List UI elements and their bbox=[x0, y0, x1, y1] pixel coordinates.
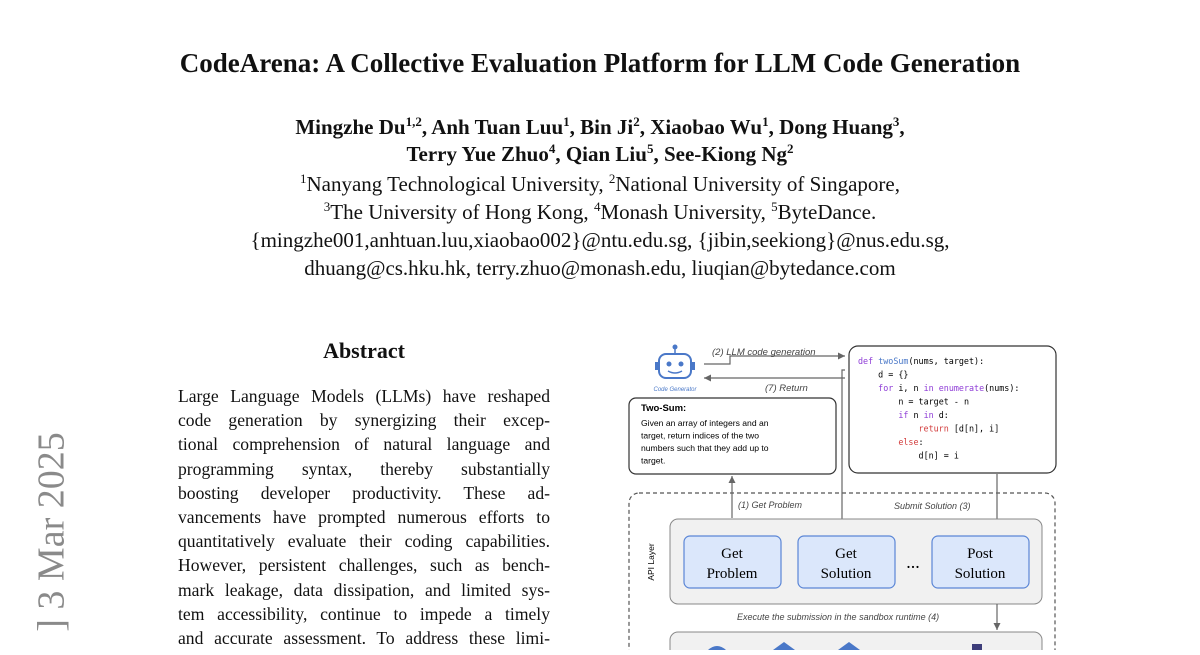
affil-name: National University of Singapore, bbox=[615, 172, 900, 196]
ellipsis: ... bbox=[906, 552, 920, 572]
author-affil-mark: 4 bbox=[548, 141, 556, 156]
abstract-line: mark leakage, data dissipation, and limi… bbox=[178, 579, 550, 600]
llm-arrow bbox=[704, 352, 845, 365]
affil-name: The University of Hong Kong, bbox=[330, 200, 594, 224]
author-affil-mark: 2 bbox=[787, 141, 794, 156]
return-label: (7) Return bbox=[765, 383, 808, 394]
get-problem-label-2: Problem bbox=[707, 566, 758, 582]
arxiv-stamp-text: ] 3 Mar 2025 bbox=[30, 432, 73, 632]
author-name: Bin Ji bbox=[580, 115, 634, 139]
affil-mark: 2 bbox=[608, 171, 616, 186]
abstract-line: quantitatively evaluate their coding cap… bbox=[178, 531, 550, 552]
get-problem-edge-label: (1) Get Problem bbox=[738, 500, 803, 510]
architecture-figure: Code Generator (2) LLM code generation (… bbox=[620, 340, 1070, 655]
code-line: for i, n in enumerate(nums): bbox=[858, 383, 1019, 393]
authors: Mingzhe Du1,2, Anh Tuan Luu1, Bin Ji2, X… bbox=[0, 114, 1200, 168]
abstract-line: and accurate assessment. To address thes… bbox=[178, 628, 550, 649]
code-generator-label: Code Generator bbox=[653, 387, 697, 393]
author-affil-mark: 3 bbox=[892, 114, 900, 129]
author-affil-mark: 1,2 bbox=[405, 114, 422, 129]
abstract-line: tem accessibility, continue to impede a … bbox=[178, 603, 550, 624]
author-affil-mark: 1 bbox=[762, 114, 769, 129]
get-solution-label-1: Get bbox=[835, 546, 857, 562]
api-layer-label: API Layer bbox=[646, 543, 656, 580]
problem-description: Given an array of integers and an target,… bbox=[641, 418, 769, 466]
submit-edge-label: Submit Solution (3) bbox=[894, 501, 971, 511]
code-line: if n in d: bbox=[858, 410, 949, 420]
affil-mark: 1 bbox=[300, 171, 307, 186]
affil-line-1: 1Nanyang Technological University, 2Nati… bbox=[0, 170, 1200, 198]
author-name: Terry Yue Zhuo bbox=[406, 142, 549, 166]
post-solution-label-1: Post bbox=[967, 546, 994, 562]
problem-line: target, return indices of the two bbox=[641, 431, 759, 441]
get-problem-label-1: Get bbox=[721, 546, 743, 562]
emails-line-2: dhuang@cs.hku.hk, terry.zhuo@monash.edu,… bbox=[304, 256, 896, 280]
emails-line-1: {mingzhe001,anhtuan.luu,xiaobao002}@ntu.… bbox=[250, 228, 950, 252]
code-line: else: bbox=[858, 437, 924, 447]
author-affil-mark: 5 bbox=[646, 141, 654, 156]
author-name: Dong Huang bbox=[779, 115, 893, 139]
code-line: n = target - n bbox=[858, 397, 969, 407]
runtime-icon-4 bbox=[972, 644, 982, 650]
code-box bbox=[848, 345, 1057, 474]
abstract-line: programming syntax, thereby substantiall… bbox=[178, 458, 550, 479]
affil-name: ByteDance. bbox=[777, 200, 877, 224]
author-name: Mingzhe Du bbox=[295, 115, 406, 139]
abstract-heading: Abstract bbox=[323, 338, 405, 363]
author-affil-mark: 2 bbox=[633, 114, 640, 129]
author-name: See-Kiong Ng bbox=[663, 142, 788, 166]
code-line: return [d[n], i] bbox=[858, 424, 999, 434]
abstract-line: code generation by synergizing their exc… bbox=[178, 410, 550, 431]
get-solution-button[interactable]: Get Solution bbox=[797, 535, 896, 589]
post-solution-label-2: Solution bbox=[955, 566, 1006, 582]
get-problem-button[interactable]: Get Problem bbox=[683, 535, 782, 589]
affiliations: 1Nanyang Technological University, 2Nati… bbox=[0, 170, 1200, 282]
sandbox-label: Execute the submission in the sandbox ru… bbox=[737, 612, 939, 622]
problem-line: target. bbox=[641, 456, 665, 466]
affil-name: Monash University, bbox=[600, 200, 772, 224]
affil-mark: 5 bbox=[771, 199, 778, 214]
abstract-line: tional comprehension of natural language… bbox=[178, 434, 550, 455]
abstract-line: vancements have prompted numerous effort… bbox=[178, 507, 550, 528]
code-listing: def twoSum(nums, target): d = {} for i, … bbox=[858, 356, 1019, 461]
author-affil-mark: 1 bbox=[563, 114, 570, 129]
affil-line-2: 3The University of Hong Kong, 4Monash Un… bbox=[0, 198, 1200, 226]
arxiv-stamp: ] 3 Mar 2025 bbox=[22, 430, 73, 650]
problem-box bbox=[628, 397, 837, 475]
author-name: Xiaobao Wu bbox=[650, 115, 763, 139]
affil-name: Nanyang Technological University, bbox=[306, 172, 609, 196]
problem-line: numbers such that they add up to bbox=[641, 443, 769, 453]
author-name: Qian Liu bbox=[565, 142, 647, 166]
abstract-body: Large Language Models (LLMs) have reshap… bbox=[178, 384, 550, 650]
get-solution-line bbox=[841, 369, 845, 537]
code-line: d[n] = i bbox=[858, 451, 959, 461]
affil-mark: 4 bbox=[593, 199, 601, 214]
problem-title: Two-Sum: bbox=[641, 403, 686, 414]
abstract-line: boosting developer productivity. These a… bbox=[178, 482, 550, 503]
author-name: Anh Tuan Luu bbox=[431, 115, 564, 139]
authors-line-1: Mingzhe Du1,2, Anh Tuan Luu1, Bin Ji2, X… bbox=[295, 114, 905, 139]
abstract-line: Large Language Models (LLMs) have reshap… bbox=[178, 386, 550, 406]
get-solution-label-2: Solution bbox=[821, 566, 872, 582]
code-line: d = {} bbox=[858, 370, 908, 380]
authors-line-2: Terry Yue Zhuo4, Qian Liu5, See-Kiong Ng… bbox=[406, 141, 794, 166]
problem-line: Given an array of integers and an bbox=[641, 418, 769, 428]
affil-mark: 3 bbox=[323, 199, 331, 214]
code-line: def twoSum(nums, target): bbox=[858, 356, 984, 366]
abstract-line: However, persistent challenges, such as … bbox=[178, 555, 550, 576]
robot-icon bbox=[655, 344, 695, 379]
post-solution-button[interactable]: Post Solution bbox=[931, 535, 1030, 589]
paper-title: CodeArena: A Collective Evaluation Platf… bbox=[179, 48, 1021, 78]
figure-svg: Code Generator (2) LLM code generation (… bbox=[628, 344, 1057, 655]
llm-generation-label: (2) LLM code generation bbox=[712, 347, 816, 358]
